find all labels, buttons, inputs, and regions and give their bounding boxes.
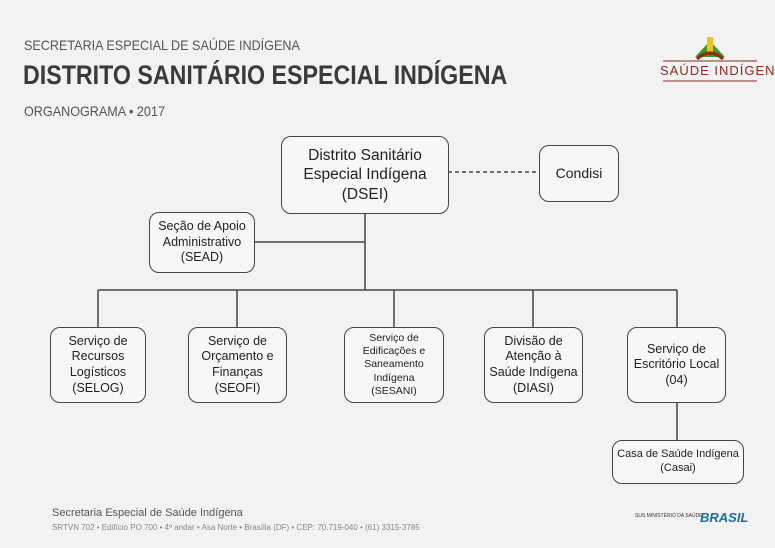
node-condisi: Condisi	[539, 145, 619, 202]
node-casai: Casa de Saúde Indígena (Casai)	[612, 440, 744, 484]
node-seofi: Serviço de Orçamento e Finanças (SEOFI)	[188, 327, 287, 403]
footer-org: Secretaria Especial de Saúde Indígena	[52, 507, 243, 519]
node-sesani: Serviço de Edificações e Saneamento Indí…	[344, 327, 444, 403]
caption: ORGANOGRAMA • 2017	[24, 103, 165, 119]
footer-address: SRTVN 702 • Edifício PO 700 • 4º andar •…	[52, 523, 420, 532]
ministry-logo: SUS MINISTÉRIO DA SAÚDE	[635, 513, 703, 519]
node-dsei: Distrito Sanitário Especial Indígena (DS…	[281, 136, 449, 214]
node-sead: Seção de Apoio Administrativo (SEAD)	[149, 212, 255, 273]
page-title: DISTRITO SANITÁRIO ESPECIAL INDÍGENA	[23, 60, 508, 90]
subtitle: SECRETARIA ESPECIAL DE SAÚDE INDÍGENA	[24, 37, 300, 53]
node-escritorio-local: Serviço de Escritório Local (04)	[627, 327, 726, 403]
node-selog: Serviço de Recursos Logísticos (SELOG)	[50, 327, 146, 403]
brasil-logo: BRASIL	[700, 510, 749, 525]
node-diasi: Divisão de Atenção à Saúde Indígena (DIA…	[484, 327, 583, 403]
saude-indigena-logo	[663, 37, 757, 82]
logo-text: SAÚDE INDÍGENA	[660, 63, 775, 78]
